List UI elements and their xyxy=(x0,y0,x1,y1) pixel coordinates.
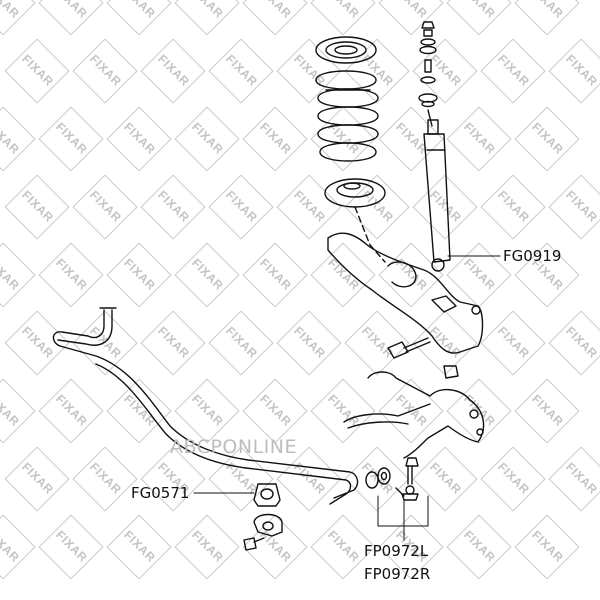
shock-nut xyxy=(443,365,459,379)
leader-lines xyxy=(193,255,501,541)
lower-spring-seat xyxy=(324,178,386,263)
shock-top-hardware xyxy=(418,21,438,108)
bushing-bracket xyxy=(253,513,283,537)
upper-spring-seat xyxy=(315,36,377,64)
callout-fg0919: FG0919 xyxy=(503,247,562,265)
stabilizer-link xyxy=(395,457,419,501)
bracket-bolt xyxy=(243,537,265,551)
trailing-arm xyxy=(327,232,484,354)
callout-fp0972r: FP0972R xyxy=(364,565,431,583)
coil-spring xyxy=(315,70,379,162)
shock-absorber xyxy=(423,109,451,272)
knuckle-assembly xyxy=(343,371,485,459)
stabilizer-bar xyxy=(52,307,359,505)
stabilizer-bushing xyxy=(253,483,281,507)
mounting-bolt xyxy=(387,337,431,359)
callout-fg0571: FG0571 xyxy=(131,484,190,502)
callout-fp0972l: FP0972L xyxy=(364,542,429,560)
link-washers xyxy=(365,467,391,489)
site-watermark: ABCPONLINE xyxy=(170,436,297,458)
